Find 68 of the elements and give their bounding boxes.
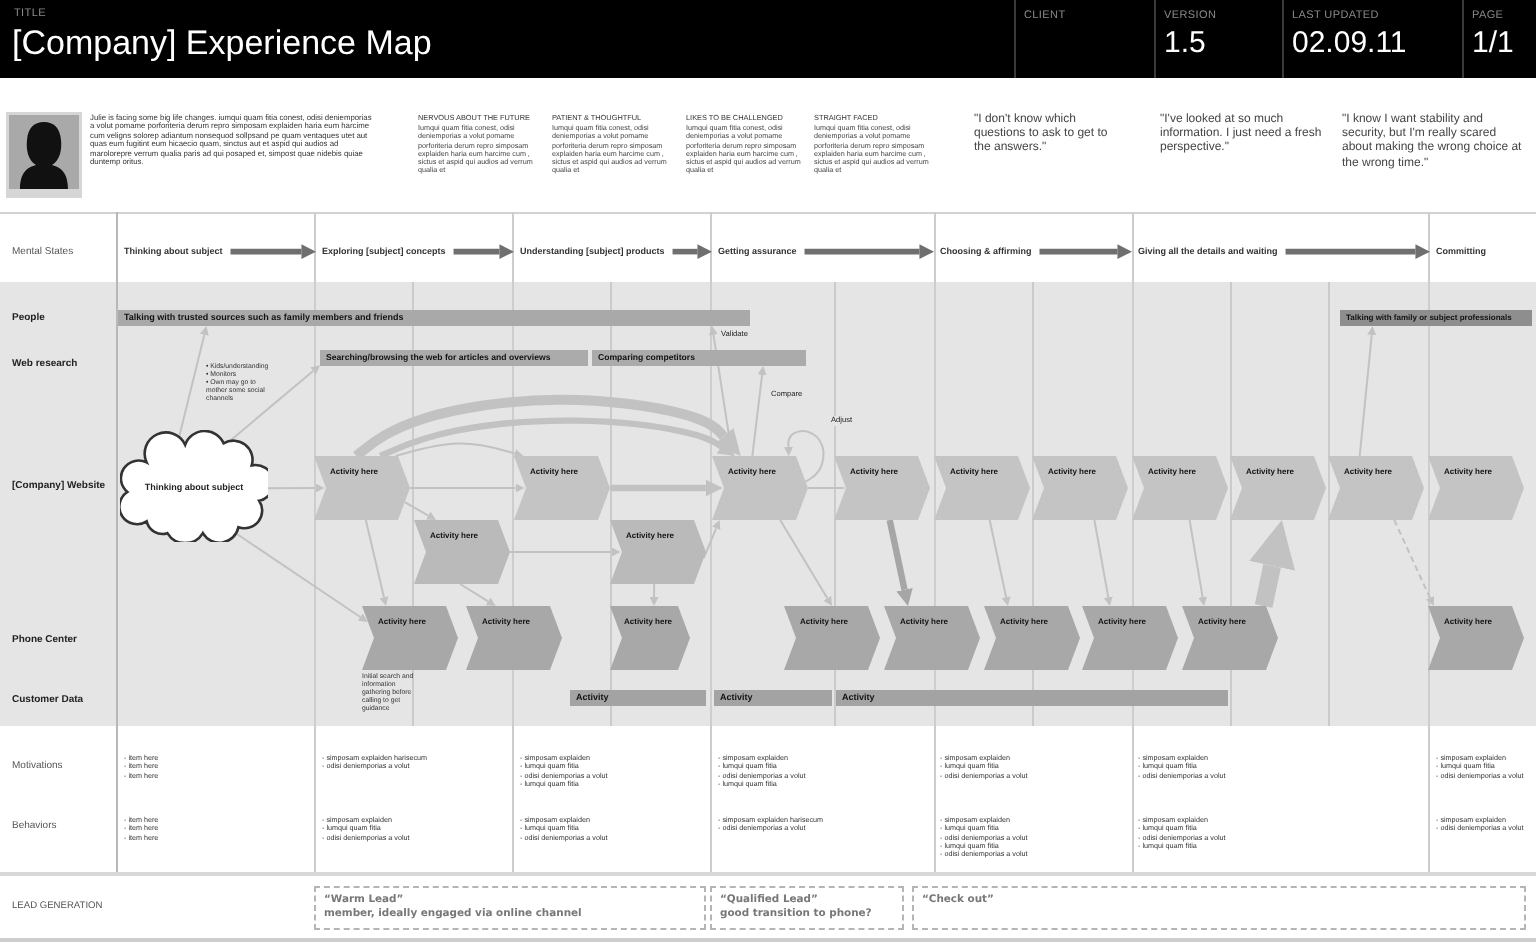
chevron-step (610, 520, 706, 584)
chevron-step (1182, 606, 1278, 670)
chevron-step (466, 606, 562, 670)
arrow (779, 519, 832, 606)
field-value: 1/1 (1472, 28, 1514, 61)
activity-bar (836, 690, 1228, 706)
arrow (804, 244, 934, 259)
dashed-box (912, 886, 1526, 930)
arrow (709, 326, 734, 457)
arrow (178, 326, 209, 438)
arrow (230, 244, 316, 259)
chevron-step (610, 606, 690, 670)
chevron-step (414, 520, 510, 584)
arrow (459, 583, 496, 606)
arrow (453, 244, 514, 259)
chevron-step (984, 606, 1080, 670)
arrow (1188, 519, 1207, 606)
chevron-step (1082, 606, 1178, 670)
arrow (1093, 519, 1113, 606)
arrow (1285, 244, 1430, 259)
thought-cloud (120, 430, 268, 542)
curved-arrow (394, 442, 524, 458)
arrow (364, 519, 389, 606)
activity-bar (320, 350, 588, 366)
chevron-step (514, 456, 610, 520)
arrow (988, 519, 1011, 606)
chevron-step (1230, 456, 1326, 520)
arrow (649, 583, 659, 606)
activity-bar (592, 350, 806, 366)
connector-line (807, 487, 846, 489)
arrow (1358, 326, 1377, 457)
arrow (702, 520, 721, 560)
activity-bar (570, 690, 706, 706)
arrow (672, 244, 712, 259)
arrow (234, 532, 368, 622)
chevron-step (1428, 456, 1524, 520)
dashed-box (314, 886, 706, 930)
dashed-arrow (1393, 519, 1435, 606)
field-value: 1.5 (1164, 28, 1206, 61)
arrow (265, 483, 325, 493)
chevron-step (784, 606, 880, 670)
page-title: [Company] Experience Map (12, 24, 432, 64)
arrow (509, 547, 621, 557)
curved-arrow (378, 417, 736, 459)
chevron-step (934, 456, 1030, 520)
dashed-box (710, 886, 904, 930)
chevron-step (884, 606, 980, 670)
arrow (886, 519, 913, 606)
chevron-step (1132, 456, 1228, 520)
field-value: 02.09.11 (1292, 28, 1407, 61)
chevron-step (362, 606, 458, 670)
chevron-step (1328, 456, 1424, 520)
arrow (228, 365, 320, 443)
activity-bar (714, 690, 832, 706)
arrow (403, 501, 437, 520)
chevron-step (834, 456, 930, 520)
chevron-step (1032, 456, 1128, 520)
curved-arrow (353, 394, 741, 460)
chevron-step (1428, 606, 1524, 670)
chevron-step (314, 456, 410, 520)
arrow (751, 366, 767, 457)
arrow (1039, 244, 1132, 259)
arrow (610, 479, 723, 497)
activity-bar (118, 310, 750, 326)
chevron-step (712, 456, 808, 520)
loop-arrow (783, 430, 825, 483)
block-arrow (1249, 520, 1295, 608)
arrow (409, 483, 525, 493)
